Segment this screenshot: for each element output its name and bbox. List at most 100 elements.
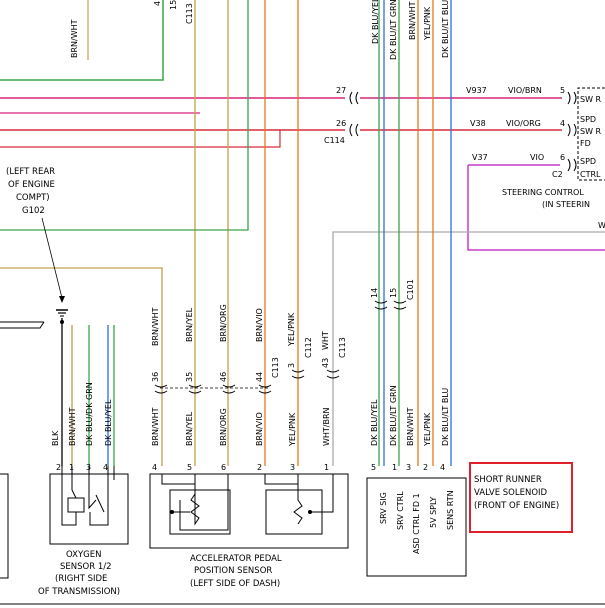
steering-sw-r2: SW R [580,127,602,136]
o2-blk: BLK [51,430,60,446]
sr-dk-blu-lt-blu: DK BLU/LT BLU [441,388,450,446]
ground-line3: COMPT) [16,193,50,203]
num15-top-label: 15 [169,0,178,10]
sr-5v-sply: 5V SPLY [429,497,438,528]
splice-44-label: 44 [255,372,264,382]
sr-srv-ctrl: SRV CTRL [396,491,405,530]
splice-43-label: 43 [321,358,330,368]
splice-15-label: 15 [389,288,398,298]
app-upper-brn-org: BRN/ORG [219,304,228,342]
dk-blu-lt-blu-top-label: DK BLU/LT BLU [441,0,450,58]
steering-spd2: SPD [580,157,596,166]
steering-pin5: 5 [560,86,565,95]
connector-27 [349,91,359,105]
app-pin5: 5 [187,463,192,472]
steering-connector-6 [567,158,577,172]
app-brn-org: BRN/ORG [219,408,228,446]
sr-pin3: 3 [406,463,411,472]
app-wht-brn: WHT/BRN [322,407,331,446]
app-pin4: 4 [152,463,157,472]
app-upper-brn-wht: BRN/WHT [151,307,160,346]
callout-line1: SHORT RUNNER [474,475,542,485]
wire-violet-loop [467,165,605,251]
splice-c113-mid2-label: C113 [338,337,347,358]
splice-14 [374,300,388,310]
app-brn-wht: BRN/WHT [151,407,160,446]
app-upper-brn-yel: BRN/YEL [185,307,194,342]
brn-wht-right-top-label: BRN/WHT [408,1,417,40]
wire-red-2 [0,130,281,148]
steering-pin4: 4 [560,119,565,128]
app-sensor-internal [161,474,334,535]
ground-pointer [41,217,63,299]
connector-c114-label: C114 [324,136,345,145]
sr-pin4: 4 [440,463,445,472]
splice-c112-label: C112 [304,337,313,358]
app-yel-pnk: YEL/PNK [288,412,297,447]
steering-c2: C2 [552,170,563,179]
splice-3-label: 3 [287,363,296,368]
steering-connector-5 [567,91,577,105]
o2-line1: OXYGEN [66,550,101,560]
splice-46-label: 46 [219,372,228,382]
ground-line2: OF ENGINE [8,180,55,190]
steering-subtitle: (IN STEERIN [542,200,590,209]
sr-brn-wht: BRN/WHT [406,407,415,446]
splice-c101-label: C101 [406,279,415,300]
app-brn-vio: BRN/VIO [255,412,264,446]
wire-green-top [0,0,164,81]
o2-line2: SENSOR 1/2 [60,562,112,572]
left-partial-box [0,473,9,579]
app-line2: POSITION SENSOR [194,566,272,576]
c113-top-label: C113 [185,3,194,24]
splice-c113-mid-label: C113 [271,357,280,378]
splice-35-label: 35 [185,372,194,382]
callout-line3: (FRONT OF ENGINE) [474,501,559,511]
o2-sensor-internal [61,466,115,526]
dk-blu-lt-grn-top-label: DK BLU/LT GRN [389,0,398,60]
app-wiper-dot-2 [308,510,312,514]
connector-27-label: 27 [336,86,346,95]
wire-v937-label: V937 [466,86,487,95]
o2-line3: (RIGHT SIDE [55,574,107,584]
splice-wht-label: WHT [321,331,330,350]
sr-dk-blu-lt-grn: DK BLU/LT GRN [389,385,398,446]
steering-fd: FD [580,139,591,148]
callout-box [469,462,573,533]
splice-3 [291,369,305,379]
sr-pin5: 5 [371,463,376,472]
wire-tan-long [0,267,163,466]
app-line3: (LEFT SIDE OF DASH) [190,579,280,589]
splice-15 [393,300,407,310]
splice-36-label: 36 [151,372,160,382]
app-brn-yel: BRN/YEL [185,411,194,446]
sr-module-box [366,477,467,577]
sr-sens-rtn: SENS RTN [446,490,455,530]
app-pin6: 6 [221,463,226,472]
o2-pin2: 2 [56,463,61,472]
o2-dk-blu-dk-grn: DK BLU/DK GRN [85,382,94,446]
app-pin2: 2 [257,463,262,472]
wire-gray-wht [332,231,605,466]
ground-pointer-head [59,296,65,303]
steering-w-label: W [598,221,605,230]
app-line1: ACCELERATOR PEDAL [190,554,282,564]
app-upper-yel-pnk: YEL/PNK [287,312,296,347]
app-sensor-box [149,473,349,549]
splice-row-app [154,384,272,394]
sr-asd: ASD CTRL FD 1 [412,493,421,554]
app-pin1: 1 [324,463,329,472]
app-wiper-dot-1 [170,510,174,514]
steering-pin6: 6 [560,153,565,162]
wire-black-left [0,321,45,329]
steering-ctrl: CTRL [580,170,601,179]
sr-pin2: 2 [423,463,428,472]
wire-vio-label: VIO [530,153,544,162]
wire-v38-label: V38 [470,119,486,128]
sr-pin1: 1 [392,463,397,472]
wire-v37-label: V37 [472,153,488,162]
splice-14-label: 14 [370,288,379,298]
steering-connector-4 [567,123,577,137]
ground-line1: (LEFT REAR [6,167,55,177]
